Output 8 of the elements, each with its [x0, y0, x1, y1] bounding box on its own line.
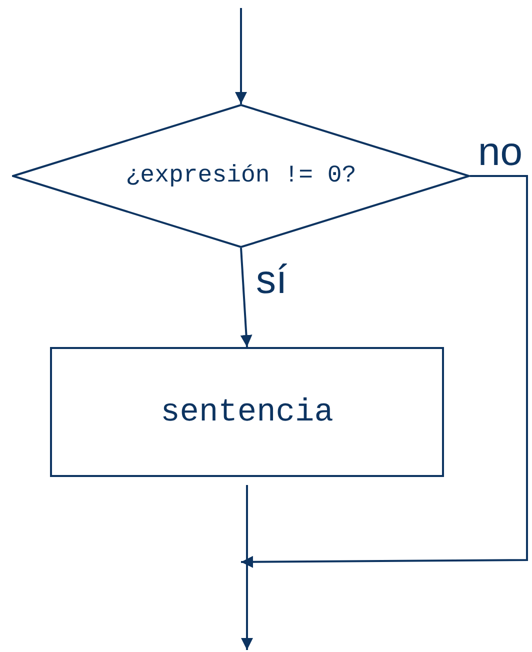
arrow	[241, 485, 253, 650]
statement-text: sentencia	[160, 394, 334, 430]
process-box	[50, 347, 444, 477]
arrow	[240, 248, 252, 348]
decision-diamond	[12, 104, 470, 248]
arrow	[241, 175, 528, 568]
condition-text: ¿expresión != 0?	[124, 162, 358, 190]
arrow	[235, 8, 247, 104]
